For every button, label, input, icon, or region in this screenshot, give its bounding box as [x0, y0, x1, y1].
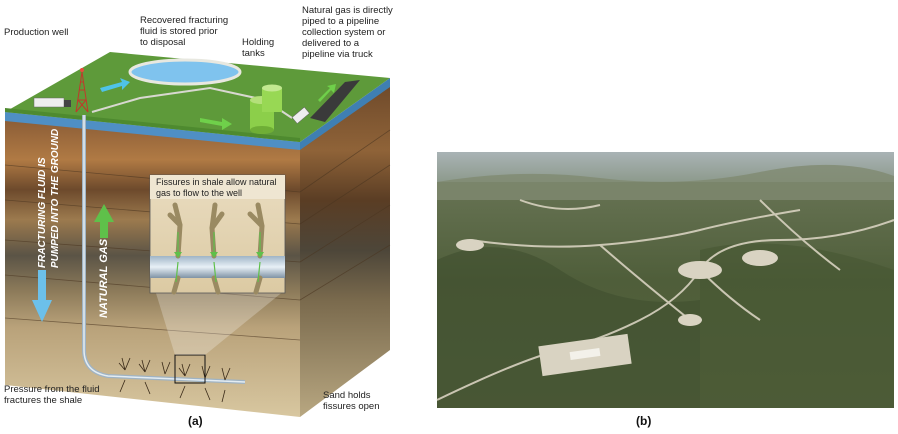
water-layer-front — [5, 112, 300, 150]
truck-right — [291, 106, 310, 124]
label-production-well: Production well — [4, 27, 69, 38]
panel-b-aerial-photo — [436, 152, 895, 408]
label-holding-tanks: Holding tanks — [242, 37, 275, 59]
caption-panel-a: (a) — [188, 414, 203, 428]
gas-up-arrow — [94, 204, 114, 238]
water-layer-side — [300, 78, 390, 150]
truck-left — [33, 97, 71, 108]
inset-source-box — [174, 354, 206, 384]
fissure-inset — [149, 174, 286, 295]
inset-projection — [155, 290, 285, 355]
label-fissures-inset: Fissures in shale allow natural gas to f… — [156, 177, 277, 198]
label-fracturing-fluid-pumped: FRACTURING FLUID IS PUMPED INTO THE GROU… — [37, 128, 61, 268]
block-side-face — [300, 84, 390, 417]
grass-edge-front — [5, 108, 300, 142]
flow-arrow-surface-2 — [200, 118, 232, 130]
well-light-icon — [80, 68, 84, 72]
inset-pipe — [150, 256, 285, 278]
access-road — [310, 80, 360, 122]
fluid-down-arrow — [32, 270, 52, 322]
label-natural-gas: NATURAL GAS — [98, 238, 110, 318]
label-recovered-fluid: Recovered fracturing fluid is stored pri… — [140, 15, 229, 48]
panel-a-diagram — [4, 52, 391, 417]
flow-arrow-surface-1 — [100, 78, 130, 92]
fluid-storage-pond — [128, 58, 242, 86]
caption-panel-b: (b) — [636, 414, 652, 428]
label-natural-gas-piped: Natural gas is directly piped to a pipel… — [302, 5, 393, 60]
flow-arrow-surface-3 — [318, 84, 336, 102]
label-pressure-fractures: Pressure from the fluid fractures the sh… — [4, 384, 100, 406]
holding-tanks — [250, 84, 282, 134]
label-sand-holds: Sand holds fissures open — [323, 390, 380, 412]
